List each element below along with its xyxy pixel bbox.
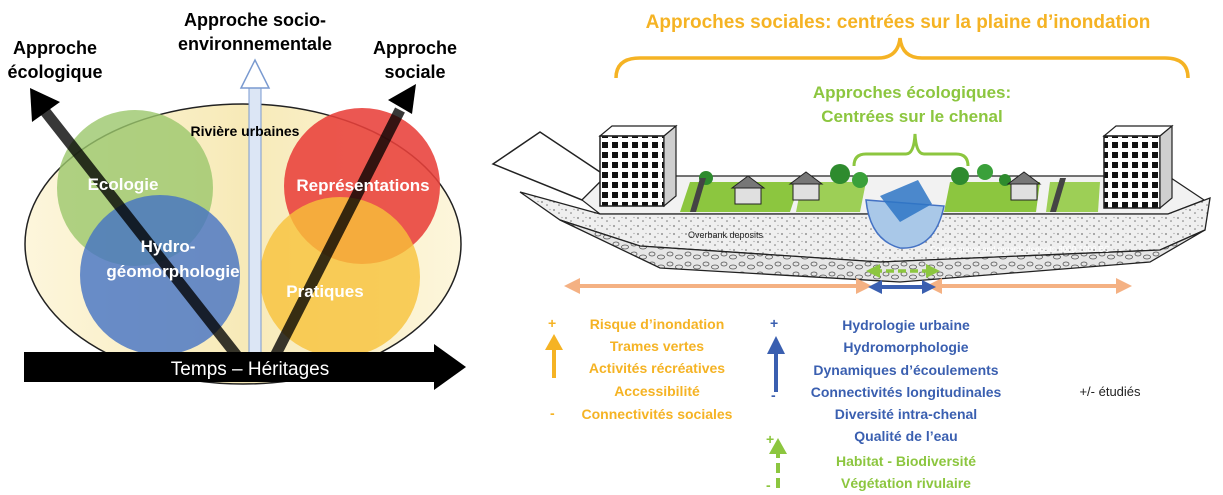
pratiques-label: Pratiques [286,282,363,301]
hydro-item-3: Dynamiques d’écoulements [813,362,998,378]
left-panel: Approche écologique Approche socio- envi… [7,10,466,390]
social-item-2: Trames vertes [610,338,704,354]
hydro-item-4: Connectivités longitudinales [811,384,1002,400]
social-arrow [265,84,416,369]
studied-note: +/- étudiés [1079,384,1141,399]
coarse-deposits-label: Coarse gravel and organic deposits 8000-… [930,245,1110,254]
timeline-label: Temps – Héritages [171,359,329,380]
river-channel [865,199,945,249]
approach-social-line2: sociale [384,62,445,82]
social-range-arrow-left [564,278,872,294]
urban-river-label: Rivière urbaines [191,123,300,139]
social-range-arrow-right [926,278,1132,294]
building-left [598,124,678,208]
representations-label: Représentations [296,176,429,195]
hydro-label-line1: Hydro- [141,237,196,256]
hydro-plus: + [770,315,778,331]
social-item-3: Activités récréatives [589,360,725,376]
social-brace [614,37,1190,79]
approach-ecology-line1: Approche [13,38,97,58]
hydro-label-line2: géomorphologie [106,262,239,281]
social-item-4: Accessibilité [614,383,700,399]
hydro-minus: - [771,387,776,403]
approach-socio-line1: Approche socio- [184,10,326,30]
approach-socio-line2: environnementale [178,34,332,54]
hydro-range-arrow [868,280,936,294]
social-item-5: Connectivités sociales [582,406,733,422]
timeline-arrow [24,344,466,390]
social-minus: - [550,405,555,421]
social-plus: + [548,315,556,331]
building-right [1102,124,1174,210]
eco-range-arrow [866,264,940,278]
eco-approach-header-line1: Approches écologiques: [813,83,1011,102]
right-panel: Approches sociales: centrées sur la plai… [491,12,1211,493]
eco-item-2: Végétation rivulaire [841,475,971,491]
eco-minus: - [766,477,771,493]
approach-ecology-line2: écologique [7,62,102,82]
social-item-1: Risque d’inondation [590,316,725,332]
overbank-deposits-label: Overbank deposits [688,230,764,240]
eco-plus: + [766,431,774,447]
social-approach-header: Approches sociales: centrées sur la plai… [646,12,1151,33]
hydro-item-6: Qualité de l’eau [854,428,957,444]
eco-item-1: Habitat - Biodiversité [836,453,976,469]
eco-brace [852,133,970,167]
hydro-item-1: Hydrologie urbaine [842,317,970,333]
eco-approach-header-line2: Centrées sur le chenal [821,107,1002,126]
approach-social-line1: Approche [373,38,457,58]
hydro-item-5: Diversité intra-chenal [835,406,977,422]
ecology-label: Ecologie [88,175,159,194]
hydro-item-2: Hydromorphologie [843,339,968,355]
ecology-arrow [30,88,250,370]
valley-cross-section [491,124,1211,283]
